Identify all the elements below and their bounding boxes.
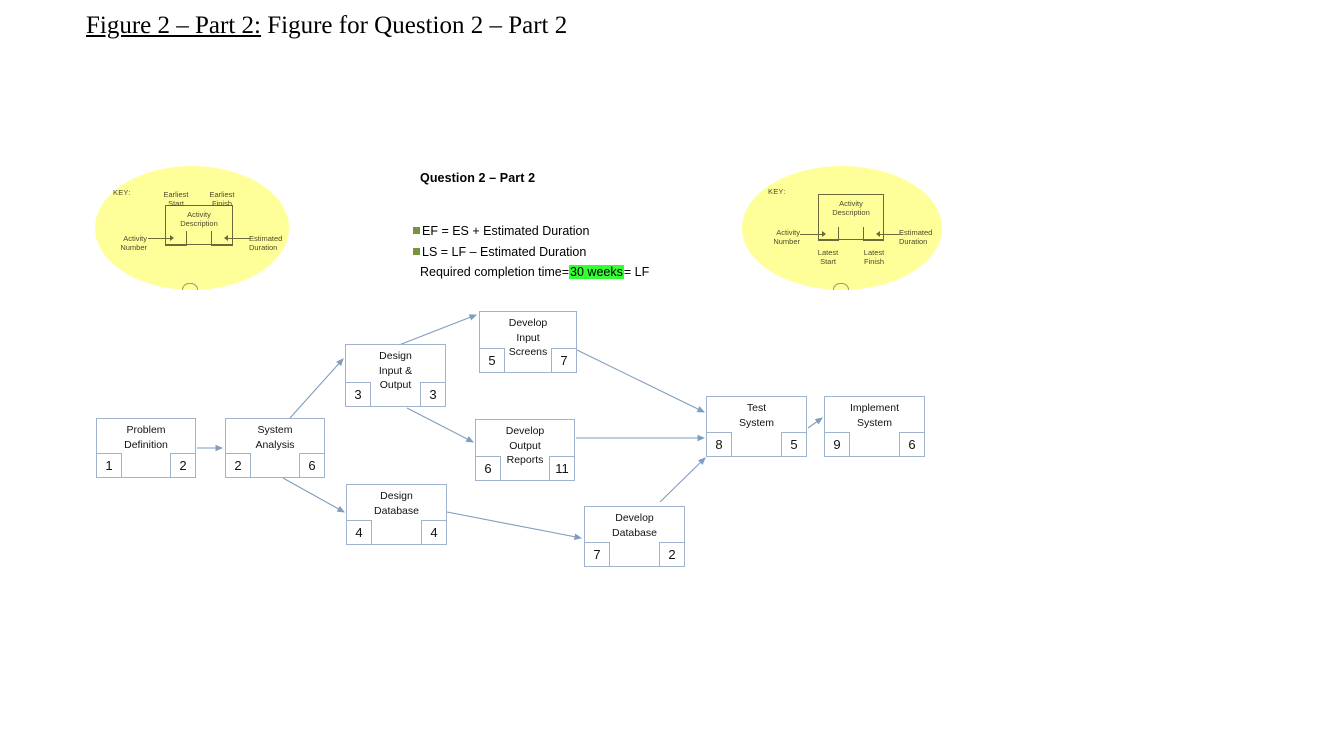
node-left-value: 8 <box>706 432 732 457</box>
edge-develop-db-to-test <box>659 457 706 503</box>
node-left-value: 3 <box>345 382 371 407</box>
key-left-in-arrow-icon <box>170 235 174 241</box>
node-left-value: 6 <box>475 456 501 481</box>
node-right-value: 5 <box>781 432 807 457</box>
node-right-value: 11 <box>549 456 575 481</box>
key-left-bottom-circle <box>182 283 198 290</box>
key-right-in-arrow-icon <box>822 231 826 237</box>
edge-design-db-to-develop-db <box>446 511 583 540</box>
key-right-bottom-circle <box>833 283 849 290</box>
key-left-out-arrow-icon <box>224 235 228 241</box>
page-title: Figure 2 – Part 2: Figure for Question 2… <box>86 12 986 40</box>
question-heading: Question 2 – Part 2 <box>420 171 536 185</box>
key-right-out-arrow-icon <box>876 231 880 237</box>
edge-test-to-implement <box>807 417 823 429</box>
node-left-value: 5 <box>479 348 505 373</box>
edges-group <box>197 314 823 540</box>
required-prefix: Required completion time= <box>420 265 570 279</box>
edge-design-io-to-input <box>398 314 478 346</box>
node-right-value: 4 <box>421 520 447 545</box>
edge-system-to-design-io <box>289 358 344 419</box>
legend-bullet-ef-text: EF = ES + Estimated Duration <box>422 224 590 238</box>
edge-design-io-to-output <box>406 407 474 443</box>
key-right-in-line <box>800 234 823 235</box>
page-title-underlined: Figure 2 – Part 2: <box>86 12 261 39</box>
node-left-value: 1 <box>96 453 122 478</box>
key-left-in-line <box>148 238 170 239</box>
key-left-activity-box <box>165 205 233 245</box>
key-right-title: KEY: <box>768 187 786 196</box>
edge-system-to-design-db <box>282 477 345 513</box>
bullet-square-icon <box>413 227 420 234</box>
bullet-square-icon <box>413 248 420 255</box>
node-right-value: 6 <box>299 453 325 478</box>
network-edges-layer <box>197 314 823 540</box>
key-right-ellipse <box>742 166 942 290</box>
legend-bullet-ls: LS = LF – Estimated Duration <box>413 245 586 259</box>
key-right-out-line <box>880 234 903 235</box>
node-right-value: 7 <box>551 348 577 373</box>
edge-input-to-test <box>576 349 705 413</box>
key-left-title: KEY: <box>113 188 131 197</box>
node-right-value: 6 <box>899 432 925 457</box>
node-left-value: 9 <box>824 432 850 457</box>
key-left-out-line <box>228 238 250 239</box>
node-left-value: 2 <box>225 453 251 478</box>
key-left-ellipse <box>95 166 289 290</box>
required-suffix: = LF <box>623 265 650 279</box>
page-title-rest: Figure for Question 2 – Part 2 <box>261 12 568 39</box>
required-value-highlight: 30 weeks <box>569 265 624 279</box>
node-left-value: 7 <box>584 542 610 567</box>
required-completion-row: Required completion time=30 weeks= LF <box>420 265 649 279</box>
legend-bullet-ef: EF = ES + Estimated Duration <box>413 224 589 238</box>
key-right-activity-box <box>818 194 884 240</box>
node-right-value: 3 <box>420 382 446 407</box>
node-right-value: 2 <box>170 453 196 478</box>
legend-bullet-ls-text: LS = LF – Estimated Duration <box>422 245 587 259</box>
node-left-value: 4 <box>346 520 372 545</box>
node-right-value: 2 <box>659 542 685 567</box>
